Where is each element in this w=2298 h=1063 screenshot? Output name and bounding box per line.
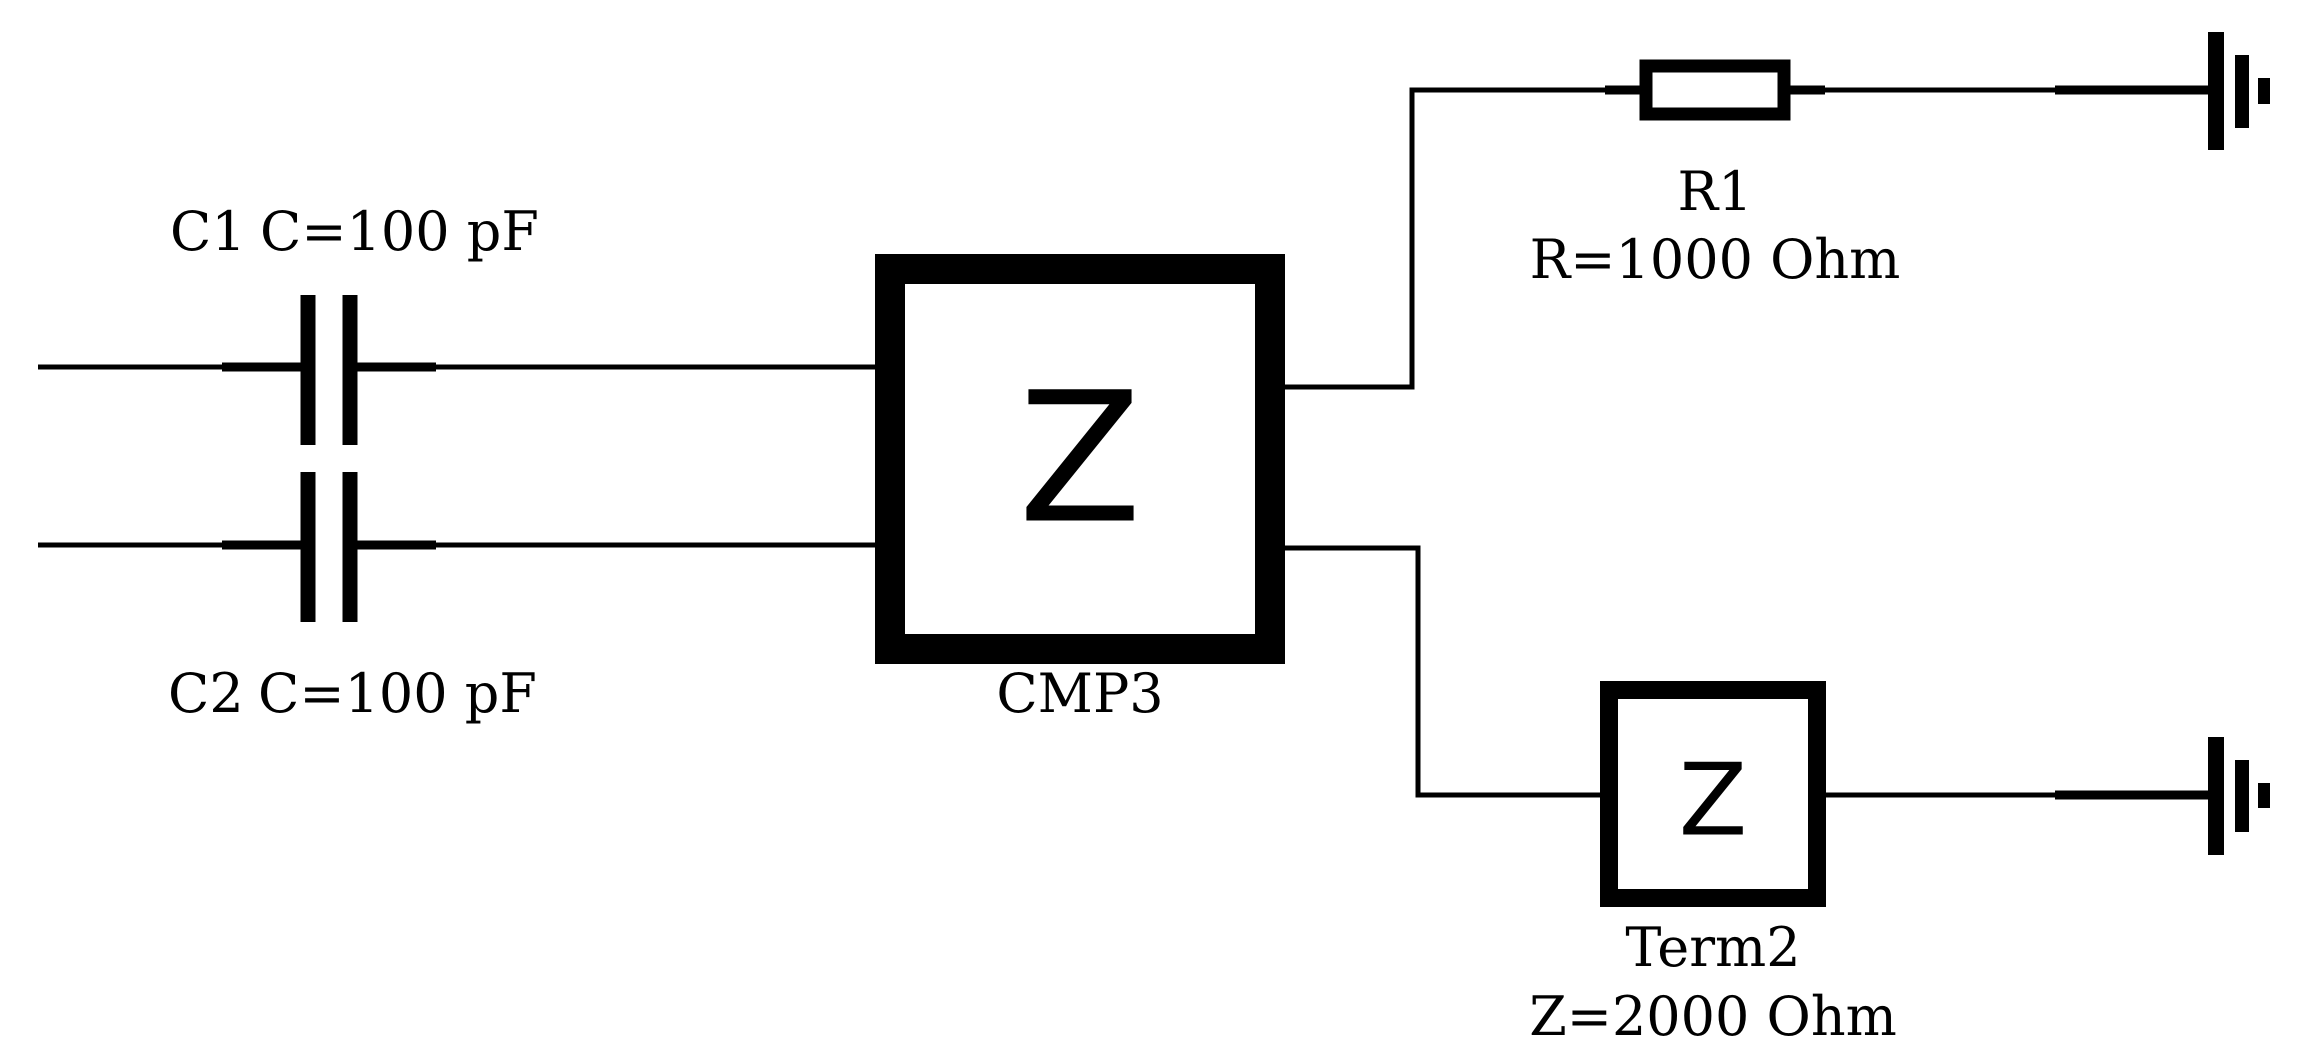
c1-ref-label: C1	[170, 200, 246, 263]
resistor-r1: R1 R=1000 Ohm	[1530, 59, 1901, 291]
capacitor-c2: C2 C=100 pF	[168, 472, 537, 725]
ground-icon	[2055, 737, 2270, 855]
impedance-block-icon	[875, 254, 1285, 664]
capacitor-c1: C1 C=100 pF	[170, 200, 539, 445]
c1-value-label: C=100 pF	[260, 200, 539, 263]
term2-ref-label: Term2	[1625, 916, 1800, 979]
ground-term2	[2055, 737, 2270, 855]
resistor-icon	[1605, 59, 1825, 121]
ground-icon	[2055, 32, 2270, 150]
term2-symbol: Z	[1679, 742, 1748, 859]
capacitor-icon	[222, 295, 436, 445]
cmp3-ref-label: CMP3	[996, 662, 1163, 725]
wire-cmp3-to-term2	[1283, 545, 1600, 798]
c2-ref-label: C2	[168, 662, 244, 725]
capacitor-icon	[222, 472, 436, 622]
r1-ref-label: R1	[1677, 160, 1752, 223]
component-term2: Z Term2 Z=2000 Ohm	[1529, 681, 1897, 1048]
impedance-block-icon	[1600, 681, 1826, 907]
ground-r1	[2055, 32, 2270, 150]
wires	[38, 87, 2058, 798]
c2-value-label: C=100 pF	[258, 662, 537, 725]
component-cmp3: Z CMP3	[875, 254, 1285, 725]
cmp3-symbol: Z	[1018, 355, 1141, 564]
r1-value-label: R=1000 Ohm	[1530, 228, 1901, 291]
term2-value-label: Z=2000 Ohm	[1529, 985, 1897, 1048]
wire-cmp3-to-r1	[1283, 87, 1610, 390]
